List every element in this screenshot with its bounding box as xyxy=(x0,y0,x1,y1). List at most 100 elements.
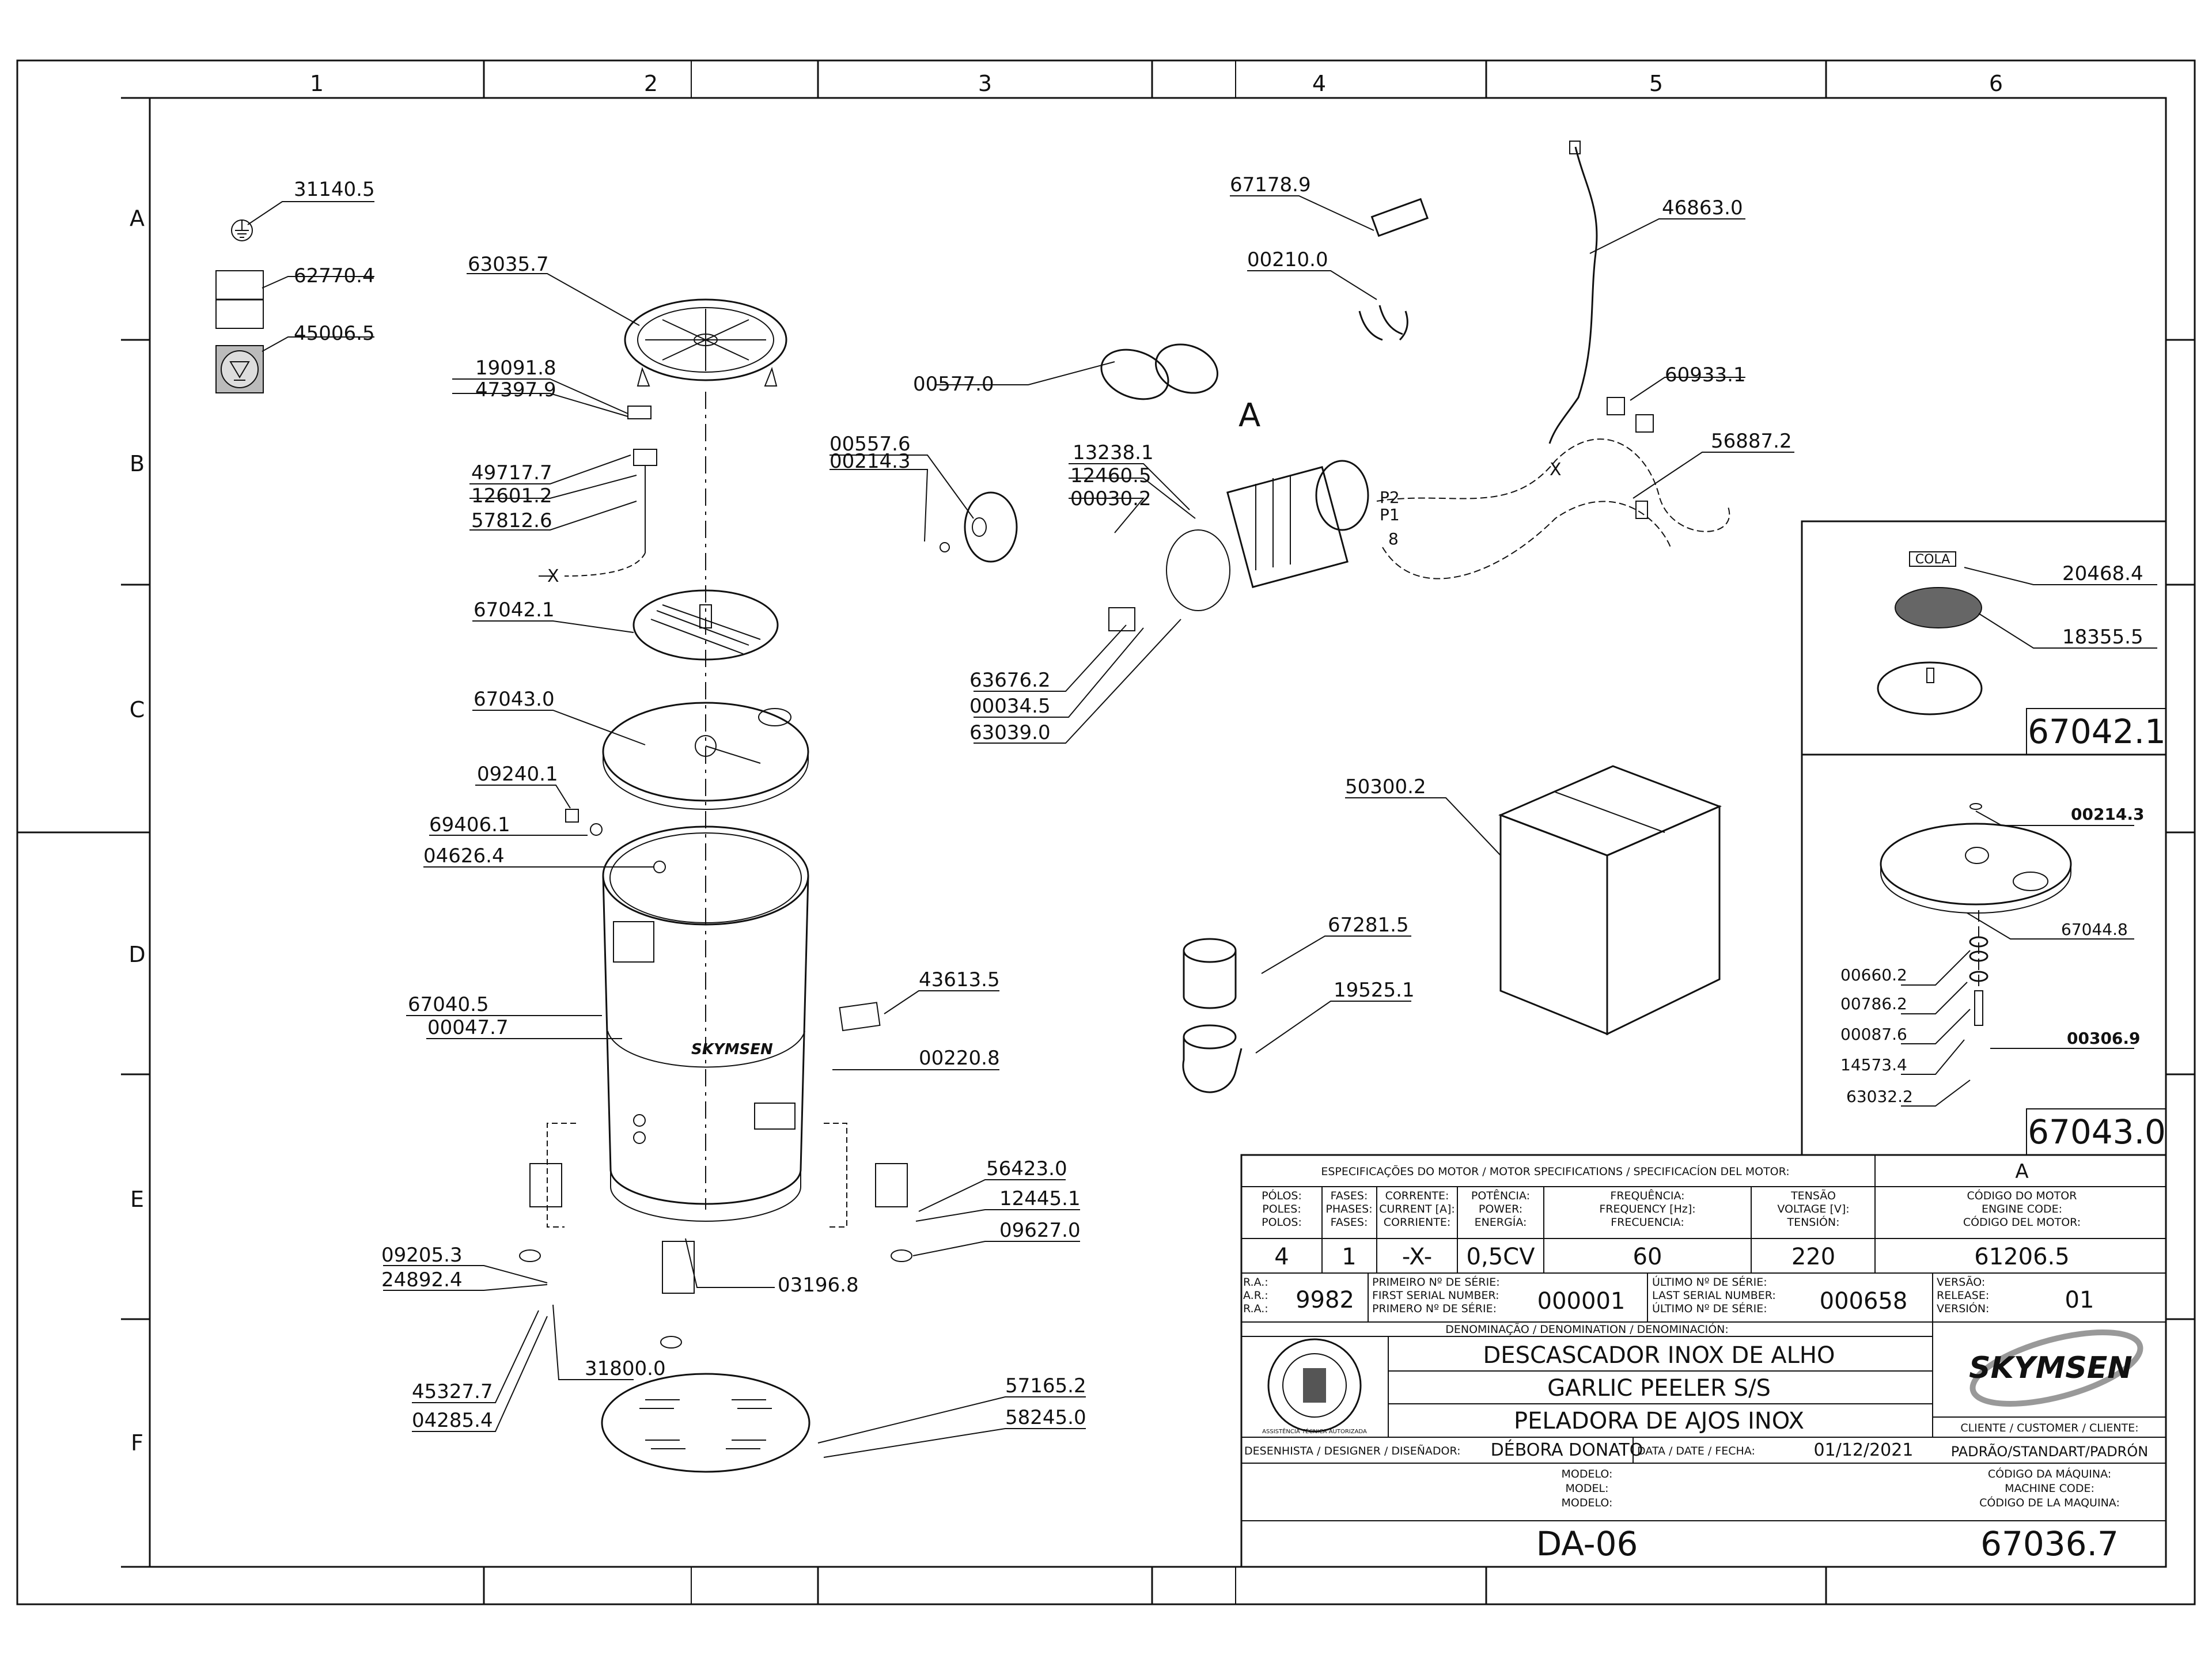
top-lid-part xyxy=(624,298,787,387)
part-label: 00030.2 xyxy=(1070,487,1152,510)
part-label: 67281.5 xyxy=(1328,914,1409,937)
val-frequency: 60 xyxy=(1633,1244,1662,1270)
part-label: 46863.0 xyxy=(1662,196,1743,219)
part-label: 60933.1 xyxy=(1665,363,1746,387)
part-label: 00034.5 xyxy=(969,695,1051,718)
detail-box-1-label: 67042.1 xyxy=(2028,712,2166,751)
designer-label: DESENHISTA / DESIGNER / DISEÑADOR: xyxy=(1244,1444,1461,1457)
wire-8-label: 8 xyxy=(1388,529,1399,548)
title-es: PELADORA DE AJOS INOX xyxy=(1514,1408,1804,1434)
title-en: GARLIC PEELER S/S xyxy=(1547,1375,1771,1402)
grid-col-3: 3 xyxy=(978,71,992,96)
part-label: 56887.2 xyxy=(1711,430,1792,453)
grid-row-labels: A B C D E F xyxy=(128,206,145,1456)
part-label: 04285.4 xyxy=(412,1409,493,1432)
part-label: 00786.2 xyxy=(1840,994,1907,1013)
part-label: 57812.6 xyxy=(471,509,552,532)
p1-label: P1 xyxy=(1380,505,1400,524)
date-value: 01/12/2021 xyxy=(1814,1440,1914,1460)
first-serial-pt: PRIMEIRO Nº DE SÉRIE: xyxy=(1372,1275,1500,1289)
part-label: 14573.4 xyxy=(1840,1055,1907,1074)
hdr-power-en: POWER: xyxy=(1479,1203,1522,1215)
x-marker-switch: X xyxy=(547,566,559,586)
grid-col-6: 6 xyxy=(1989,71,2003,96)
ground-symbol-icon xyxy=(231,219,253,241)
hdr-power-es: ENERGÍA: xyxy=(1475,1215,1527,1229)
callout-leaders xyxy=(247,195,2157,1458)
hdr-poles-en: POLES: xyxy=(1262,1203,1301,1215)
hdr-engine-en: ENGINE CODE: xyxy=(1982,1203,2062,1215)
part-label: 09240.1 xyxy=(477,763,558,786)
part-label: 67043.0 xyxy=(474,688,555,711)
cylinder-parts xyxy=(1182,938,1243,1093)
part-label: 62770.4 xyxy=(294,264,375,287)
client-heading: CLIENTE / CUSTOMER / CLIENTE: xyxy=(1960,1422,2138,1434)
switch-parts xyxy=(564,406,657,577)
part-label: 12445.1 xyxy=(999,1187,1081,1210)
label-plate-icon xyxy=(215,270,264,329)
part-label: 67040.5 xyxy=(408,993,489,1016)
part-label: 00306.9 xyxy=(2067,1029,2141,1048)
last-serial-value: 000658 xyxy=(1820,1288,1908,1315)
symbols-group xyxy=(215,219,264,393)
authorized-service-seal: ASSISTÊNCIA TÉCNICA AUTORIZADA xyxy=(1262,1338,1367,1435)
part-label: 63032.2 xyxy=(1846,1087,1913,1106)
cola-label: COLA xyxy=(1915,552,1950,567)
main-assembly: SKYMSEN xyxy=(519,298,912,1473)
part-label: 09627.0 xyxy=(999,1219,1081,1242)
base-grid-part xyxy=(601,1373,810,1473)
hdr-current-es: CORRIENTE: xyxy=(1384,1216,1450,1229)
date-label: DATA / DATE / FECHA: xyxy=(1637,1445,1755,1457)
version-es: VERSIÓN: xyxy=(1937,1301,1989,1315)
grid-col-5: 5 xyxy=(1649,71,1663,96)
grid-col-1: 1 xyxy=(310,71,324,96)
part-label: 00210.0 xyxy=(1247,248,1328,271)
grid-col-2: 2 xyxy=(644,71,658,96)
p2-label: P2 xyxy=(1380,488,1400,507)
val-voltage: 220 xyxy=(1791,1244,1835,1270)
model-value: DA-06 xyxy=(1536,1524,1638,1563)
first-serial-en: FIRST SERIAL NUMBER: xyxy=(1372,1289,1499,1302)
ra-label-pt: R.A.: xyxy=(1243,1276,1268,1289)
grid-row-f: F xyxy=(131,1430,143,1456)
version-value: 01 xyxy=(2065,1287,2094,1313)
part-label: 49717.7 xyxy=(471,461,552,484)
callout-labels: 31140.5 62770.4 45006.5 63035.7 19091.8 … xyxy=(294,173,2145,1432)
part-label: 00087.6 xyxy=(1840,1025,1907,1044)
machine-code-value: 67036.7 xyxy=(1980,1524,2119,1563)
equipotential-icon xyxy=(215,345,264,393)
motor-assembly: A P2 P1 8 X xyxy=(940,141,1730,631)
feet-parts xyxy=(519,1123,912,1349)
hdr-phases-pt: FASES: xyxy=(1331,1190,1368,1202)
part-label: 00577.0 xyxy=(913,373,994,396)
part-label: 19091.8 xyxy=(475,357,556,380)
ra-value: 9982 xyxy=(1296,1287,1354,1313)
spec-detail-letter: A xyxy=(2015,1160,2028,1183)
part-label: 45327.7 xyxy=(412,1380,493,1403)
part-label: 31140.5 xyxy=(294,178,375,201)
machine-code-en: MACHINE CODE: xyxy=(2005,1482,2094,1495)
hdr-poles-es: POLOS: xyxy=(1262,1216,1302,1229)
spec-heading: ESPECIFICAÇÕES DO MOTOR / MOTOR SPECIFIC… xyxy=(1321,1165,1789,1178)
part-label: 50300.2 xyxy=(1345,775,1426,798)
hdr-frequency-en: FREQUENCY [Hz]: xyxy=(1599,1203,1695,1215)
val-poles: 4 xyxy=(1274,1244,1289,1270)
seal-text: ASSISTÊNCIA TÉCNICA AUTORIZADA xyxy=(1262,1427,1367,1435)
part-label: 00220.8 xyxy=(919,1047,1000,1070)
grid-row-a: A xyxy=(130,206,145,231)
detail-a-letter: A xyxy=(1238,397,1260,434)
machine-code-es: CÓDIGO DE LA MAQUINA: xyxy=(1979,1495,2120,1509)
motor-part xyxy=(1108,460,1369,631)
client-value: PADRÃO/STANDART/PADRÓN xyxy=(1951,1442,2148,1460)
part-label: 12601.2 xyxy=(471,484,552,507)
detail-box-2-label: 67043.0 xyxy=(2028,1112,2166,1152)
title-pt: DESCASCADOR INOX DE ALHO xyxy=(1483,1342,1835,1369)
part-label: 56423.0 xyxy=(986,1157,1067,1180)
part-label: 12460.5 xyxy=(1070,464,1152,487)
model-label-es: MODELO: xyxy=(1562,1497,1613,1509)
part-label: 04626.4 xyxy=(423,844,505,868)
hdr-phases-es: FASES: xyxy=(1331,1216,1368,1229)
part-label: 24892.4 xyxy=(381,1268,463,1291)
hdr-frequency-pt: FREQUÊNCIA: xyxy=(1610,1189,1684,1202)
